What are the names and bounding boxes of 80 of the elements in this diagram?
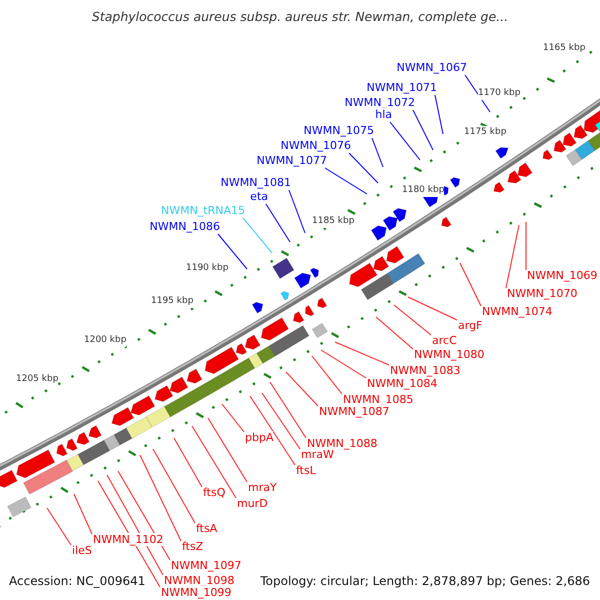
gene-label: arcC: [432, 334, 457, 347]
gene-label: NWMN_1067: [396, 61, 467, 74]
leader-line: [408, 296, 458, 320]
gene-label: NWMN_1099: [161, 586, 232, 599]
gene-label: eta: [250, 190, 268, 203]
leader-line: [312, 356, 342, 394]
gene-label: NWMN_1076: [280, 139, 351, 152]
leader-line: [106, 474, 164, 576]
gene-label: ftsQ: [203, 486, 226, 499]
gene-label: NWMN_1071: [366, 81, 437, 94]
leader-line: [286, 372, 318, 406]
gene-label: murD: [237, 497, 268, 510]
genome-info-text: Topology: circular; Length: 2,878,897 bp; Genes: 2,686: [260, 575, 590, 588]
gene-label: NWMN_1097: [171, 559, 242, 572]
leader-line: [152, 448, 196, 524]
gene-label: NWMN_1070: [507, 287, 578, 300]
gene-label: NWMN_1080: [414, 348, 484, 361]
leader-line: [324, 168, 368, 194]
leader-line: [348, 152, 378, 184]
leader-line: [208, 418, 248, 482]
scale-label: 1200 kbp: [84, 334, 126, 347]
leader-line: [288, 190, 306, 234]
gene-label: hla: [375, 108, 392, 121]
leader-line: [390, 122, 420, 160]
scale-label: 1190 kbp: [186, 262, 228, 275]
gene-label: ileS: [72, 544, 92, 557]
scale-label: 1195 kbp: [151, 295, 194, 308]
leader-line: [174, 438, 202, 488]
leader-line: [140, 454, 182, 542]
gene-label: NWMN_1075: [304, 124, 374, 137]
leader-line: [460, 262, 482, 306]
leader-line: [218, 234, 248, 270]
leader-line: [242, 218, 272, 254]
gene-label: NWMN_1074: [482, 305, 552, 318]
gene-label: NWMN_1087: [319, 405, 390, 418]
leader-line: [372, 138, 384, 168]
leader-line: [506, 224, 520, 288]
leader-line: [376, 316, 414, 350]
leader-line: [74, 494, 92, 534]
gene-label: NWMN_1084: [367, 377, 438, 390]
gene-label: mraY: [248, 481, 277, 494]
leader-line: [394, 304, 432, 336]
leader-line: [250, 396, 296, 466]
leader-line: [270, 382, 306, 438]
gene-label: ftsL: [296, 464, 316, 477]
gene-label: ftsZ: [182, 540, 204, 553]
gene-label: NWMN_1069: [527, 269, 598, 282]
gene-label: NWMN_1086: [150, 220, 220, 233]
gene-label: pbpA: [245, 431, 274, 444]
gene-label: NWMN_1083: [390, 364, 460, 377]
leader-line: [320, 350, 366, 378]
scale-label: 1175 kbp: [464, 126, 506, 139]
scale-label: 1165 kbp: [543, 42, 586, 55]
gene-label: NWMN_1081: [220, 176, 291, 189]
leader-line: [266, 204, 290, 242]
gene-label: NWMN_1077: [256, 154, 327, 167]
gene-label: NWMN_1102: [93, 533, 164, 546]
scale-label: 1185 kbp: [312, 215, 354, 228]
leader-line: [118, 470, 170, 560]
leader-line: [46, 508, 72, 546]
gene-label: NWMN_1072: [344, 96, 415, 109]
gene-label: NWMN_1098: [164, 574, 234, 587]
gene-label: NWMN_tRNA15: [160, 204, 245, 217]
leader-line: [98, 480, 160, 588]
accession-text: Accession: NC_009641: [9, 575, 146, 588]
leader-line: [434, 94, 444, 134]
leader-line: [262, 392, 300, 450]
gene-label: argF: [458, 319, 482, 332]
leader-line: [334, 342, 390, 366]
leader-line: [222, 404, 244, 432]
gene-label: mraW: [301, 448, 334, 461]
scale-label: 1180 kbp: [402, 184, 444, 197]
scale-label: 1205 kbp: [16, 373, 58, 386]
gene-label: NWMN_1085: [343, 393, 414, 406]
leader-line: [412, 110, 434, 150]
leader-line: [464, 74, 490, 112]
scale-label: 1170 kbp: [478, 87, 520, 100]
gene-label: NWMN_1088: [307, 437, 378, 450]
gene-label: ftsA: [196, 522, 218, 535]
leader-line: [192, 426, 236, 498]
